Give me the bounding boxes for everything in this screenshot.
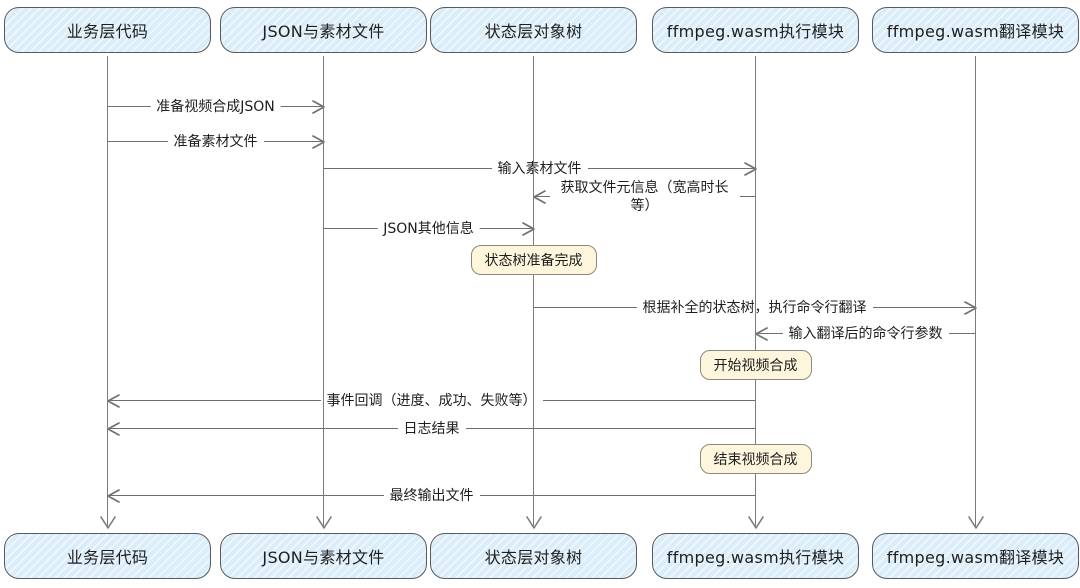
message-label: 最终输出文件 <box>383 486 480 506</box>
down-arrow-icon <box>967 516 984 529</box>
message-label: 准备素材文件 <box>167 132 264 152</box>
message-label: 获取文件元信息（宽高时长等） <box>549 178 740 216</box>
message-label: 准备视频合成JSON <box>150 97 281 117</box>
down-arrow-icon <box>99 516 116 529</box>
actor-label: 状态层对象树 <box>484 22 583 41</box>
lifeline-line <box>322 56 325 526</box>
note-label: 状态树准备完成 <box>484 253 583 269</box>
actor-label: 业务层代码 <box>66 22 149 41</box>
message-label: 输入翻译后的命令行参数 <box>782 324 949 344</box>
actor-top-ffmpeg-exec: ffmpeg.wasm执行模块 <box>652 7 859 53</box>
message-json-other-info: JSON其他信息 <box>323 219 535 239</box>
message-input-assets: 输入素材文件 <box>323 159 757 179</box>
actor-bottom-ffmpeg-translate: ffmpeg.wasm翻译模块 <box>872 533 1079 579</box>
note-state-tree-ready: 状态树准备完成 <box>470 245 597 275</box>
message-prepare-video-json: 准备视频合成JSON <box>107 97 325 117</box>
actor-label: 业务层代码 <box>66 548 149 567</box>
actor-label: JSON与素材文件 <box>262 22 385 41</box>
actor-label: 状态层对象树 <box>484 548 583 567</box>
message-label: 输入素材文件 <box>491 159 588 179</box>
actor-label: ffmpeg.wasm翻译模块 <box>886 22 1065 41</box>
message-label: JSON其他信息 <box>377 219 480 239</box>
actor-top-business-layer: 业务层代码 <box>4 7 211 53</box>
lifeline-line <box>106 56 109 526</box>
message-label: 日志结果 <box>397 419 466 439</box>
actor-bottom-state-tree: 状态层对象树 <box>430 533 637 579</box>
message-prepare-assets: 准备素材文件 <box>107 132 325 152</box>
down-arrow-icon <box>315 516 332 529</box>
actor-label: ffmpeg.wasm执行模块 <box>666 548 845 567</box>
message-get-file-meta: 获取文件元信息（宽高时长等） <box>532 178 756 216</box>
note-end-video-compose: 结束视频合成 <box>699 444 812 474</box>
actor-label: JSON与素材文件 <box>262 548 385 567</box>
down-arrow-icon <box>525 516 542 529</box>
lifeline-line <box>532 56 535 526</box>
actor-top-json-assets: JSON与素材文件 <box>220 7 427 53</box>
actor-bottom-business-layer: 业务层代码 <box>4 533 211 579</box>
note-label: 开始视频合成 <box>713 358 798 374</box>
actor-bottom-ffmpeg-exec: ffmpeg.wasm执行模块 <box>652 533 859 579</box>
message-event-callback: 事件回调（进度、成功、失败等） <box>106 391 756 411</box>
lifeline-line <box>754 56 757 526</box>
lifeline-line <box>974 56 977 526</box>
down-arrow-icon <box>747 516 764 529</box>
message-final-output-file: 最终输出文件 <box>106 486 756 506</box>
message-input-translated-cli-args: 输入翻译后的命令行参数 <box>754 324 976 344</box>
actor-label: ffmpeg.wasm执行模块 <box>666 22 845 41</box>
actor-bottom-json-assets: JSON与素材文件 <box>220 533 427 579</box>
message-label: 事件回调（进度、成功、失败等） <box>320 391 543 411</box>
actor-label: ffmpeg.wasm翻译模块 <box>886 548 1065 567</box>
actor-top-state-tree: 状态层对象树 <box>430 7 637 53</box>
message-log-result: 日志结果 <box>106 419 756 439</box>
actor-top-ffmpeg-translate: ffmpeg.wasm翻译模块 <box>872 7 1079 53</box>
note-label: 结束视频合成 <box>713 452 798 468</box>
note-start-video-compose: 开始视频合成 <box>699 350 812 380</box>
